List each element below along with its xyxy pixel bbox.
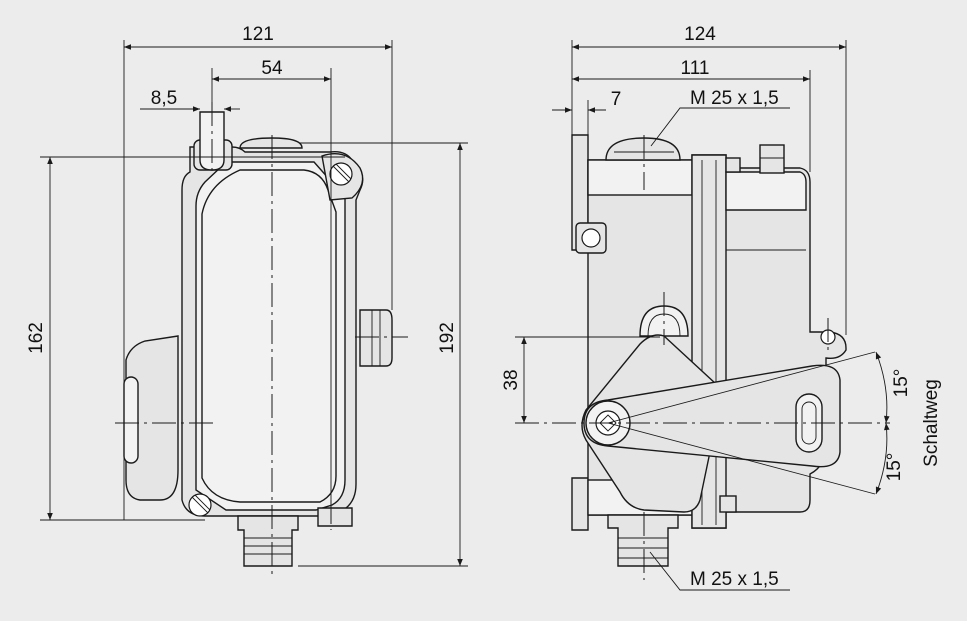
dim-side-body: 111 — [681, 58, 710, 79]
side-view: 124 111 7 M 25 x 1,5 M 25 x 1,5 38 15° 1… — [501, 24, 942, 591]
dim-axis-height: 38 — [501, 369, 522, 390]
top-cable-gland — [239, 137, 303, 149]
top-screw — [759, 144, 785, 174]
actuator-lever-arm — [583, 364, 841, 468]
thread-label-bottom: M 25 x 1,5 — [690, 569, 779, 590]
dim-side-flange: 7 — [611, 89, 622, 110]
travel-label: Schaltweg — [921, 379, 942, 467]
angle-upper: 15° — [891, 369, 912, 398]
right-actuator-knob — [359, 309, 393, 367]
dim-front-center: 54 — [261, 58, 283, 79]
dim-front-offset: 8,5 — [151, 88, 177, 109]
dim-front-width: 121 — [242, 24, 274, 45]
side-bottom-gland — [607, 514, 679, 567]
bottom-right-lug — [317, 507, 353, 527]
front-cover-panel — [201, 169, 337, 503]
side-rear-box — [725, 171, 807, 211]
bottom-cable-gland — [237, 515, 299, 567]
side-upper-box — [587, 159, 693, 196]
dim-side-width: 124 — [684, 24, 716, 45]
angle-lower: 15° — [884, 453, 905, 482]
dim-total-height: 192 — [437, 322, 458, 354]
side-top-gland — [605, 137, 681, 161]
top-screw-small — [725, 157, 741, 173]
thread-label-top: M 25 x 1,5 — [690, 88, 779, 109]
side-cable-cover — [125, 335, 179, 501]
dim-mount-height: 162 — [26, 322, 47, 354]
side-cable-slot — [123, 376, 139, 464]
front-view: 121 54 8,5 162 192 — [26, 24, 468, 575]
indicator-lamp-icon — [581, 228, 601, 248]
bottom-screw — [719, 495, 737, 513]
